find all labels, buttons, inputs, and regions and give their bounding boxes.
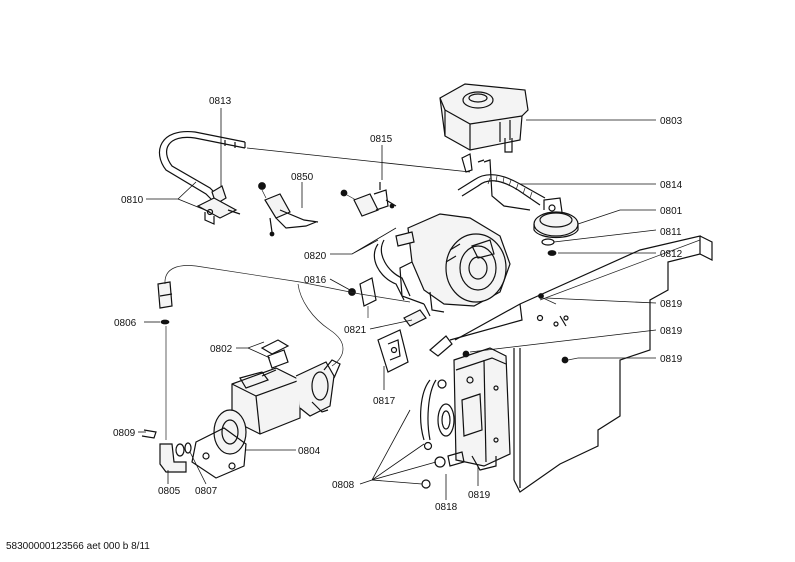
part-0813-hose — [158, 131, 246, 205]
callout-0816: 0816 — [304, 275, 327, 286]
callout-0819-b: 0819 — [660, 326, 683, 337]
callout-0818: 0818 — [435, 502, 458, 513]
callout-0850: 0850 — [291, 172, 314, 183]
callout-0815: 0815 — [370, 134, 393, 145]
part-0820-tube — [373, 231, 415, 301]
callout-0807: 0807 — [195, 486, 218, 497]
callout-0805: 0805 — [158, 486, 181, 497]
part-0803-cover — [439, 83, 529, 153]
callout-0814: 0814 — [660, 180, 683, 191]
part-0816-screw — [348, 277, 377, 318]
part-0812-washer — [547, 250, 557, 256]
callout-0819-c: 0819 — [660, 354, 683, 365]
callout-0813: 0813 — [209, 96, 232, 107]
callout-0802: 0802 — [210, 344, 233, 355]
callout-0810: 0810 — [121, 195, 144, 206]
part-0810-bracket — [196, 197, 241, 225]
callout-0812: 0812 — [660, 249, 683, 260]
part-0806-connector — [157, 281, 173, 325]
callout-0806: 0806 — [114, 318, 137, 329]
callout-0808: 0808 — [332, 480, 355, 491]
callout-0801: 0801 — [660, 206, 683, 217]
part-0802-clip — [260, 339, 290, 369]
callout-0803: 0803 — [660, 116, 683, 127]
callout-0809: 0809 — [113, 428, 136, 439]
part-0814-hose — [457, 153, 546, 211]
part-tube-loop — [164, 265, 411, 440]
part-control-unit — [420, 335, 511, 489]
part-pump-0804 — [191, 359, 341, 479]
part-0809-clip — [141, 429, 157, 439]
callout-0811: 0811 — [660, 227, 682, 238]
part-0819-screw-b — [561, 356, 579, 364]
part-0811-nut — [541, 238, 555, 246]
callout-0821: 0821 — [344, 325, 367, 336]
part-0850-bracket — [258, 182, 319, 237]
part-0815-bracket — [340, 182, 397, 217]
part-0807-oring — [175, 442, 192, 457]
part-0801-flowmeter — [533, 197, 579, 239]
part-heater-housing — [399, 213, 511, 317]
part-0805-elbow — [159, 443, 187, 473]
callout-0804: 0804 — [298, 446, 321, 457]
leader-lines — [138, 108, 657, 500]
part-0819-screw-a — [538, 293, 557, 305]
part-0817-clip — [377, 329, 409, 373]
callout-0820: 0820 — [304, 251, 327, 262]
part-0821-clip — [403, 309, 427, 327]
callout-0819-a: 0819 — [660, 299, 683, 310]
callout-0817: 0817 — [373, 396, 396, 407]
part-frame-panel — [449, 235, 713, 493]
callout-0819-d: 0819 — [468, 490, 491, 501]
document-reference: 58300000123566 aet 000 b 8/11 — [6, 541, 150, 552]
